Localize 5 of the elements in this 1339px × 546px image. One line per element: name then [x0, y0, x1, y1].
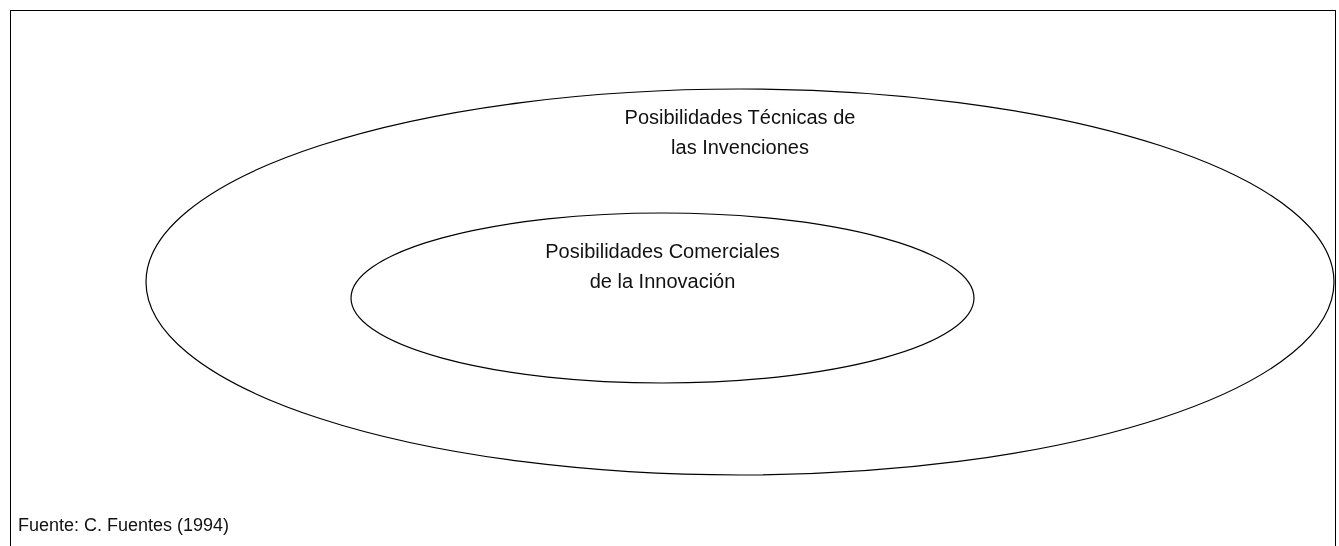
ellipse-label: Posibilidades Comerciales de la Innovación [544, 239, 781, 294]
ellipse [145, 88, 1335, 476]
ellipse-label: Posibilidades Técnicas de las Invenciones [623, 105, 857, 160]
ellipse [350, 212, 975, 384]
source-note: Fuente: C. Fuentes (1994) [18, 515, 230, 536]
